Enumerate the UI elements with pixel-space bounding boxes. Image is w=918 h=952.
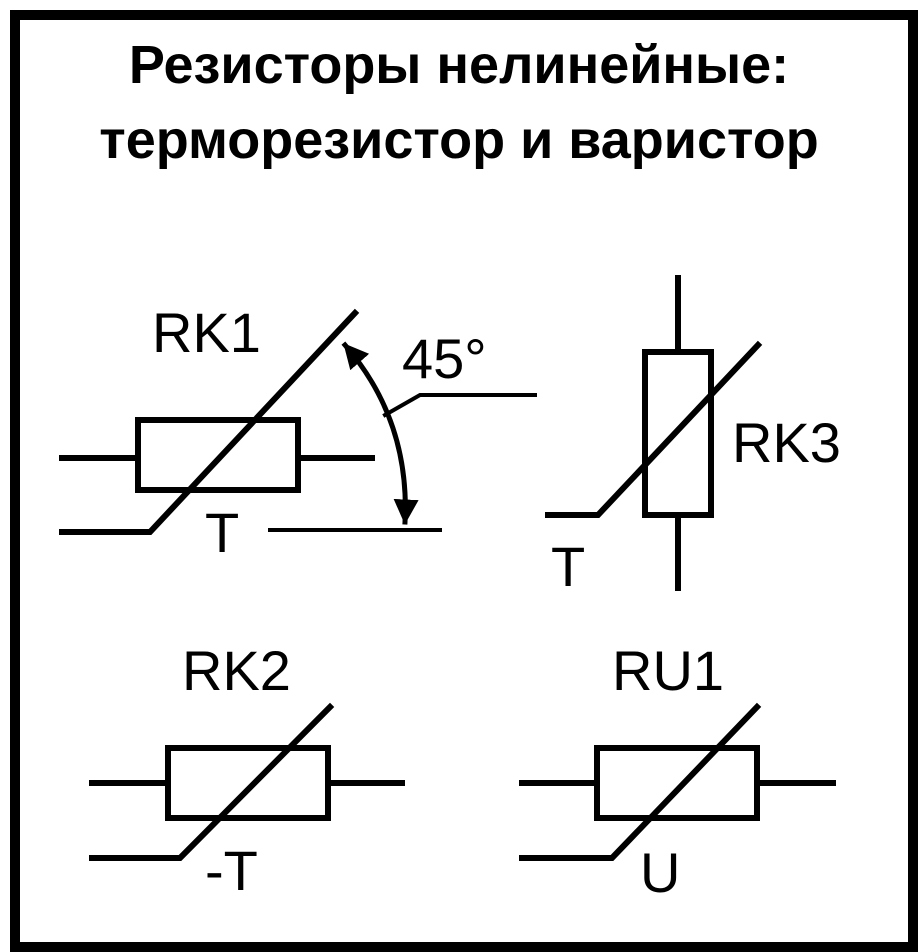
title-line-2: терморезистор и варистор (99, 110, 819, 170)
rk1-designator: RK1 (152, 301, 261, 364)
rk1-nonlinear-slash (59, 308, 360, 535)
rk1-parameter: T (205, 501, 239, 564)
thermistor-rk1 (59, 308, 537, 535)
rk3-nonlinear-slash (545, 340, 763, 518)
ru1-parameter: U (640, 841, 680, 904)
ru1-body (594, 745, 760, 821)
rk1-angle-label: 45° (402, 327, 487, 390)
varistor-ru1 (519, 702, 836, 861)
rk2-body (165, 745, 331, 821)
rk2-parameter: -T (205, 839, 258, 902)
ru1-nonlinear-slash (519, 702, 762, 861)
rk2-designator: RK2 (182, 639, 291, 702)
thermistor-rk3 (545, 275, 763, 591)
rk3-designator: RK3 (732, 411, 841, 474)
rk1-angle-arc (341, 341, 419, 525)
rk2-nonlinear-slash (89, 702, 335, 861)
rk1-angle-leader (382, 393, 537, 418)
title-line-1: Резисторы нелинейные: (128, 35, 790, 95)
thermistor-rk2 (89, 702, 405, 861)
rk3-parameter: T (551, 535, 585, 598)
ru1-designator: RU1 (612, 639, 724, 702)
